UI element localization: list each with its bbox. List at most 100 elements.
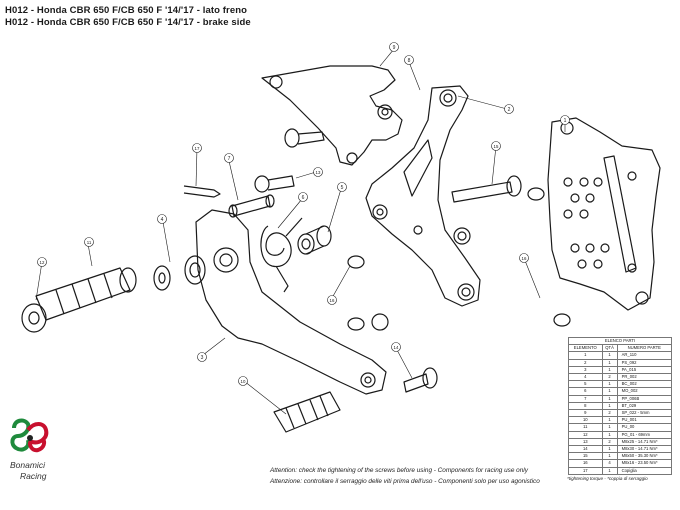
svg-text:16: 16 bbox=[522, 256, 527, 261]
svg-text:6: 6 bbox=[302, 195, 305, 201]
torque-footnote: *tightening torque - *coppia di serraggi… bbox=[567, 476, 648, 481]
parts-table-title: ELENCO PARTI bbox=[568, 336, 672, 346]
svg-text:2: 2 bbox=[508, 107, 511, 113]
column-header-element: ELEMENTO bbox=[568, 344, 603, 353]
bushing bbox=[297, 225, 332, 255]
callout-7: 7 bbox=[224, 153, 234, 163]
cell-qty: 1 bbox=[601, 365, 618, 375]
bolt-upper bbox=[284, 128, 325, 148]
leader-lines bbox=[35, 48, 566, 415]
pivot-pin bbox=[228, 194, 275, 218]
cell-part-number: AR_110 bbox=[616, 351, 673, 360]
bolt-16-small bbox=[347, 187, 571, 331]
footpeg bbox=[21, 267, 137, 333]
column-header-qty: QTÀ bbox=[601, 344, 618, 353]
cell-qty: 1 bbox=[601, 380, 618, 389]
cell-element: 15 bbox=[568, 452, 603, 461]
cell-element: 14 bbox=[568, 445, 603, 454]
cell-part-number: M8x30 - 14.71 Nm* bbox=[616, 445, 673, 454]
cell-qty: 1 bbox=[601, 358, 618, 367]
callout-10: 10 bbox=[238, 376, 248, 386]
cell-qty: 4 bbox=[601, 459, 618, 468]
cell-element: 11 bbox=[568, 423, 603, 432]
brand-name-line-2: Racing bbox=[20, 471, 47, 481]
cell-qty: 1 bbox=[601, 423, 618, 432]
callout-13: 13 bbox=[313, 167, 323, 177]
parts-list-table: ELENCO PARTI ELEMENTO QTÀ NUMERO PARTE 1… bbox=[568, 336, 673, 475]
cell-part-number: BC_002 bbox=[616, 380, 673, 389]
svg-text:4: 4 bbox=[161, 217, 164, 223]
heel-plate bbox=[261, 65, 403, 166]
cell-element: 16 bbox=[568, 459, 603, 468]
cell-qty: 1 bbox=[601, 445, 618, 454]
bolt-13 bbox=[254, 175, 295, 193]
cell-qty: 1 bbox=[601, 394, 618, 403]
cell-element: 5 bbox=[568, 380, 603, 389]
adapter-plate bbox=[547, 117, 661, 311]
cell-qty: 2 bbox=[601, 409, 618, 418]
cell-qty: 1 bbox=[601, 452, 618, 461]
cell-part-number: PP_006B bbox=[616, 394, 673, 403]
cell-part-number: M8x50 - 35.30 Nm* bbox=[616, 452, 673, 461]
svg-text:5: 5 bbox=[341, 185, 344, 191]
cell-part-number: Copiglia bbox=[616, 466, 673, 475]
callout-11: 11 bbox=[84, 237, 94, 247]
cell-qty: 2 bbox=[601, 373, 618, 382]
main-footrest-plate bbox=[365, 85, 481, 307]
callout-15: 15 bbox=[491, 141, 501, 151]
cell-element: 3 bbox=[568, 365, 603, 375]
cell-element: 13 bbox=[568, 437, 603, 447]
return-spring bbox=[260, 217, 303, 293]
callout-4: 4 bbox=[157, 214, 167, 224]
cell-element: 2 bbox=[568, 358, 603, 367]
cell-element: 17 bbox=[568, 466, 603, 475]
cell-qty: 1 bbox=[601, 401, 618, 411]
cell-qty: 1 bbox=[601, 387, 618, 396]
cell-qty: 1 bbox=[601, 430, 618, 439]
callout-12: 12 bbox=[37, 257, 47, 267]
callout-6: 6 bbox=[298, 192, 308, 202]
cell-qty: 1 bbox=[601, 466, 618, 475]
part-callouts: 1 2 3 4 5 6 7 8 9 10 11 12 13 14 15 16 1… bbox=[37, 42, 570, 386]
cotter-pin bbox=[183, 185, 221, 198]
svg-text:12: 12 bbox=[40, 260, 45, 265]
cell-part-number: PG_01 - 69mm bbox=[616, 430, 673, 439]
svg-text:7: 7 bbox=[228, 156, 231, 162]
cell-part-number: M8x16 - 23.50 Nm* bbox=[616, 459, 673, 468]
attention-italian: Attenzione: controllare il serraggio del… bbox=[270, 478, 540, 485]
cell-element: 7 bbox=[568, 394, 603, 403]
cell-part-number: PR_002 bbox=[616, 373, 673, 382]
svg-text:1: 1 bbox=[564, 118, 567, 124]
cell-element: 4 bbox=[568, 373, 603, 382]
cell-part-number: PU_00 bbox=[616, 423, 673, 432]
svg-text:17: 17 bbox=[195, 146, 200, 151]
cell-part-number: PS_092 bbox=[616, 358, 673, 367]
cell-element: 10 bbox=[568, 416, 603, 425]
cell-part-number: PU_001 bbox=[616, 416, 673, 425]
cell-element: 1 bbox=[568, 351, 603, 360]
cell-part-number: PA_015 bbox=[616, 365, 673, 375]
svg-text:15: 15 bbox=[494, 144, 499, 149]
cell-element: 9 bbox=[568, 409, 603, 418]
brand-name-line-1: Bonamici bbox=[10, 460, 45, 470]
bonamici-logo-icon bbox=[10, 418, 49, 453]
cell-part-number: M8x25 - 14.71 Nm* bbox=[616, 437, 673, 447]
svg-text:8: 8 bbox=[408, 58, 411, 64]
svg-text:13: 13 bbox=[316, 170, 321, 175]
column-header-part-number: NUMERO PARTE bbox=[616, 344, 673, 353]
attention-english: Attention: check the tightening of the s… bbox=[270, 467, 528, 474]
